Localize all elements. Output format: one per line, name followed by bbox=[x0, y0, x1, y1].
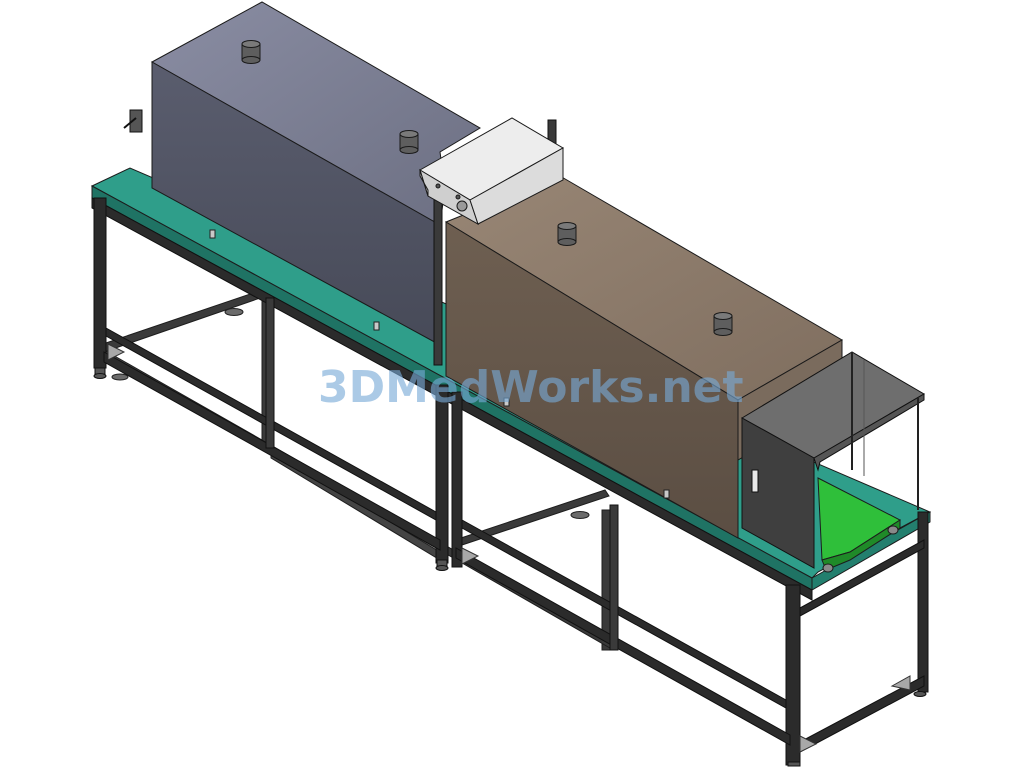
electrical-cabinet bbox=[741, 351, 925, 569]
conveyor-belt bbox=[817, 477, 902, 573]
conveyor-clips bbox=[209, 229, 670, 499]
control-box bbox=[419, 117, 565, 226]
frame-inner bbox=[265, 297, 619, 651]
frame-feet-back bbox=[111, 308, 590, 519]
shrink-tunnel-left bbox=[150, 1, 481, 346]
frame-brackets bbox=[107, 343, 911, 753]
frame-feet-front bbox=[93, 367, 927, 767]
sensor-bracket bbox=[123, 109, 143, 133]
